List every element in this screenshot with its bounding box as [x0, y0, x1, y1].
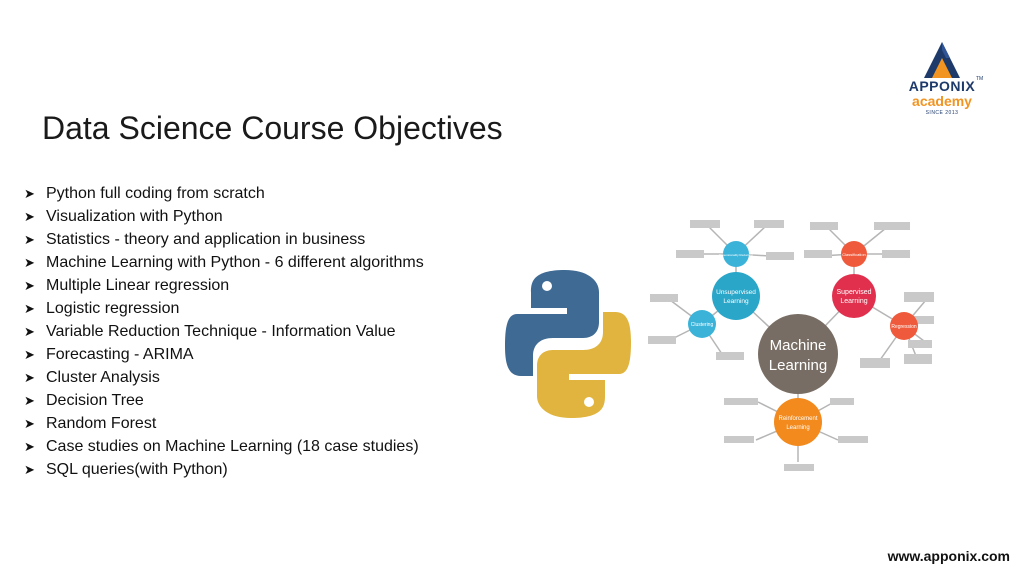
- ml-clustering: Clustering: [691, 322, 714, 328]
- list-item-text: Decision Tree: [46, 391, 144, 409]
- slide-title: Data Science Course Objectives: [42, 110, 503, 146]
- list-item: ➤ Logistic regression: [24, 297, 494, 320]
- logo-subtitle: academy: [912, 93, 972, 109]
- logo-name: APPONIX: [908, 78, 976, 94]
- objectives-list: ➤ Python full coding from scratch ➤ Visual…: [24, 182, 494, 481]
- ml-supervised-line1: Supervised: [836, 289, 871, 296]
- list-item-text: Forecasting - ARIMA: [46, 345, 194, 363]
- list-item: ➤ Statistics - theory and application in …: [24, 228, 494, 251]
- arrow-bullet-icon: ➤: [24, 254, 35, 270]
- logo-since: SINCE 2013: [925, 110, 959, 116]
- list-item: ➤ Machine Learning with Python - 6 differ…: [24, 251, 494, 274]
- ml-unsupervised-line2: Learning: [723, 298, 749, 305]
- list-item: ➤ Case studies on Machine Learning (18 ca…: [24, 435, 494, 458]
- list-item-text: SQL queries(with Python): [46, 460, 228, 478]
- arrow-bullet-icon: ➤: [24, 392, 35, 408]
- list-item-text: Multiple Linear regression: [46, 276, 230, 294]
- list-item: ➤ Cluster Analysis: [24, 366, 494, 389]
- list-item: ➤ Forecasting - ARIMA: [24, 343, 494, 366]
- arrow-bullet-icon: ➤: [24, 415, 35, 431]
- arrow-bullet-icon: ➤: [24, 231, 35, 247]
- list-item-text: Variable Reduction Technique - Informati…: [46, 322, 396, 340]
- list-item: ➤ Decision Tree: [24, 389, 494, 412]
- apponix-mark-icon: [924, 42, 960, 78]
- ml-reinforcement-line2: Learning: [786, 425, 809, 431]
- logo-trademark: TM: [976, 76, 984, 82]
- list-item: ➤ Variable Reduction Technique - Informat…: [24, 320, 494, 343]
- ml-center-line2: Learning: [769, 357, 827, 374]
- list-item-text: Cluster Analysis: [46, 368, 160, 386]
- arrow-bullet-icon: ➤: [24, 461, 35, 477]
- ml-supervised-line2: Learning: [840, 298, 867, 305]
- list-item: ➤ SQL queries(with Python): [24, 458, 494, 481]
- list-item-text: Statistics - theory and application in b…: [46, 230, 366, 248]
- arrow-bullet-icon: ➤: [24, 277, 35, 293]
- list-item-text: Random Forest: [46, 414, 157, 432]
- apponix-logo: APPONIX TM academy SINCE 2013: [892, 40, 992, 120]
- ml-dimensionality: Dimensionality Reduction: [719, 253, 753, 257]
- arrow-bullet-icon: ➤: [24, 208, 35, 224]
- list-item: ➤ Python full coding from scratch: [24, 182, 494, 205]
- machine-learning-diagram: Machine Learning Unsupervised Learning S…: [648, 220, 934, 471]
- ml-classification: Classification: [842, 252, 866, 257]
- ml-regression: Regression: [891, 324, 917, 330]
- ml-center-line1: Machine: [770, 337, 827, 354]
- list-item-text: Visualization with Python: [46, 207, 223, 225]
- list-item: ➤ Multiple Linear regression: [24, 274, 494, 297]
- arrow-bullet-icon: ➤: [24, 346, 35, 362]
- arrow-bullet-icon: ➤: [24, 185, 35, 201]
- arrow-bullet-icon: ➤: [24, 300, 35, 316]
- footer-url: www.apponix.com: [887, 548, 1010, 564]
- list-item-text: Case studies on Machine Learning (18 cas…: [46, 437, 419, 455]
- python-logo-icon: [505, 270, 631, 418]
- arrow-bullet-icon: ➤: [24, 323, 35, 339]
- ml-reinforcement-line1: Reinforcement: [778, 416, 817, 422]
- arrow-bullet-icon: ➤: [24, 438, 35, 454]
- ml-unsupervised-line1: Unsupervised: [716, 289, 756, 296]
- arrow-bullet-icon: ➤: [24, 369, 35, 385]
- list-item-text: Logistic regression: [46, 299, 180, 317]
- list-item: ➤ Visualization with Python: [24, 205, 494, 228]
- list-item: ➤ Random Forest: [24, 412, 494, 435]
- list-item-text: Python full coding from scratch: [46, 184, 265, 202]
- list-item-text: Machine Learning with Python - 6 differe…: [46, 253, 424, 271]
